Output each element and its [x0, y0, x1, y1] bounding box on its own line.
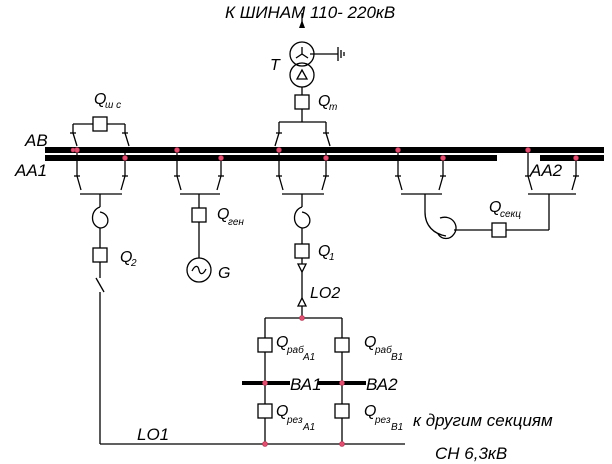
transformer-t [289, 13, 345, 95]
qrez-a1-label: Q [276, 403, 288, 420]
t-bus-connection [274, 121, 331, 158]
qsekc-sub: секц [500, 209, 521, 220]
section-breaker [395, 150, 579, 240]
bus-aa2-label: АА2 [529, 161, 563, 180]
qgen-sub: ген [228, 217, 244, 228]
qrab-a1-sub: раб [286, 344, 304, 356]
diagram-title: К ШИНАМ 110- 220кВ [225, 3, 395, 22]
breaker-q2[interactable] [92, 247, 108, 263]
bus-ab-label: АВ [24, 131, 48, 150]
feeder-q2 [74, 150, 128, 444]
bus-ba1-label: ВА1 [290, 375, 322, 394]
qt-label: Q [318, 93, 330, 110]
qsh-sub: ш с [105, 100, 121, 111]
qrab-a1-label: Q [276, 334, 288, 351]
transformer-label: Т [270, 57, 281, 74]
junction-dots [70, 147, 579, 447]
qrez-v1-label: Q [364, 403, 376, 420]
q1-label: Q [318, 243, 330, 260]
qrez-v1-sub2: В1 [391, 422, 403, 433]
qsekc-label: Q [489, 199, 501, 216]
qsh-label: Q [94, 91, 106, 108]
qgen-label: Q [217, 206, 229, 223]
breaker-qrab-v1[interactable] [334, 337, 350, 353]
breaker-qgen[interactable] [191, 207, 207, 223]
bus-ba2-label: ВА2 [366, 375, 398, 394]
qrab-a1-sub2: А1 [302, 352, 315, 363]
sn-voltage-note: СН 6,3кВ [435, 444, 507, 463]
qrab-v1-sub: раб [374, 344, 392, 356]
other-sections-note: к другим секциям [413, 411, 553, 430]
lo1-label: LO1 [137, 425, 169, 444]
generator-label: G [218, 265, 230, 282]
qrez-v1-sub: рез [374, 415, 391, 426]
feeder-q1 [276, 150, 329, 318]
q2-sub: 2 [130, 258, 137, 269]
breaker-q1[interactable] [294, 243, 310, 259]
breaker-qt[interactable] [294, 94, 310, 110]
lo2-label: LO2 [310, 285, 340, 302]
breaker-qsh[interactable] [92, 116, 108, 132]
qrez-a1-sub2: А1 [302, 422, 315, 433]
breaker-qsekc[interactable] [491, 222, 507, 238]
feeder-generator [174, 150, 224, 283]
breaker-qrez-a1[interactable] [257, 403, 273, 419]
qrab-v1-sub2: В1 [391, 352, 403, 363]
q1-sub: 1 [329, 252, 335, 263]
breaker-qrab-a1[interactable] [257, 337, 273, 353]
qrab-v1-label: Q [364, 334, 376, 351]
breaker-qrez-v1[interactable] [334, 403, 350, 419]
qrez-a1-sub: рез [286, 415, 303, 426]
qt-sub: т [329, 102, 337, 113]
bus-aa1-label: АА1 [14, 161, 47, 180]
q2-label: Q [120, 249, 132, 266]
